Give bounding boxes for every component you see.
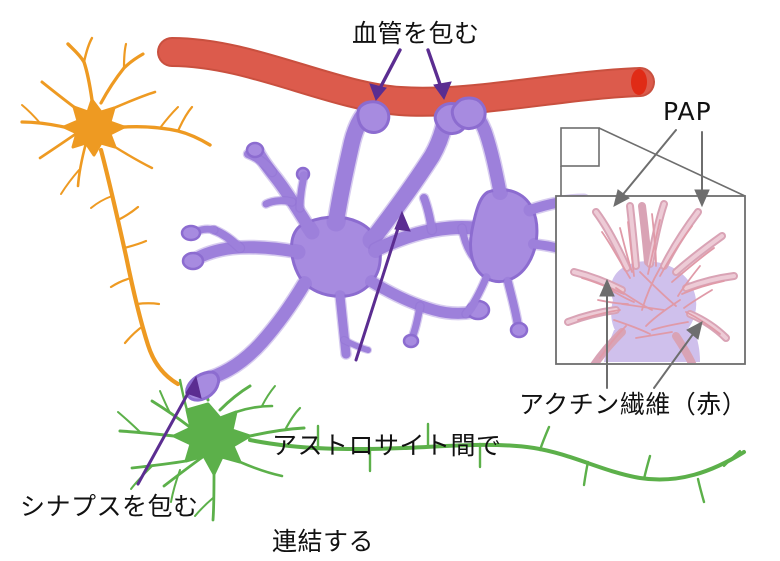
astrocyte-right-endfoot [450, 96, 487, 131]
neuron-green [117, 377, 746, 522]
blood-vessel-group [157, 37, 655, 117]
astrocyte-synapse-process [203, 277, 311, 385]
label-between-astrocytes-line1: アストロサイト間で [272, 431, 502, 460]
neuron-orange-soma [62, 98, 126, 157]
blood-vessel-inner [159, 39, 653, 115]
purple-arrows [136, 48, 452, 486]
arrow-vessel-right [426, 48, 452, 101]
gray-arrows [599, 129, 710, 389]
neuron-orange-axon [98, 147, 181, 387]
source-box [560, 127, 600, 167]
label-pap: PAP [663, 97, 712, 126]
neuron-orange [20, 36, 212, 387]
arrow-actin-right [653, 321, 703, 389]
label-wrap-vessel: 血管を包む [352, 19, 480, 48]
neuron-green-axon [248, 438, 746, 482]
label-between-astrocytes: アストロサイト間で 連結する [272, 366, 502, 561]
arrow-actin-left [599, 278, 615, 389]
astrocyte-right-soma [469, 188, 539, 283]
label-actin-fiber: アクチン繊維（赤） [519, 390, 748, 419]
inset-box-group [555, 195, 746, 365]
blood-vessel-end-cap [631, 69, 647, 95]
label-wrap-synapse: シナプスを包む [20, 492, 199, 521]
arrow-pap-left [613, 129, 677, 207]
astrocyte [180, 96, 591, 402]
magnifier-connectors [560, 127, 746, 197]
label-between-astrocytes-line2: 連結する [272, 527, 375, 556]
arrow-vessel-left [369, 48, 402, 101]
actin-fibers [577, 213, 725, 359]
neuron-green-soma [172, 402, 252, 476]
arrow-synapse [136, 375, 202, 486]
astrocyte-endfoot-left [356, 100, 391, 134]
arrow-pap-right [694, 131, 710, 208]
pap-detail [564, 200, 738, 363]
arrow-between-astrocytes [354, 210, 411, 362]
